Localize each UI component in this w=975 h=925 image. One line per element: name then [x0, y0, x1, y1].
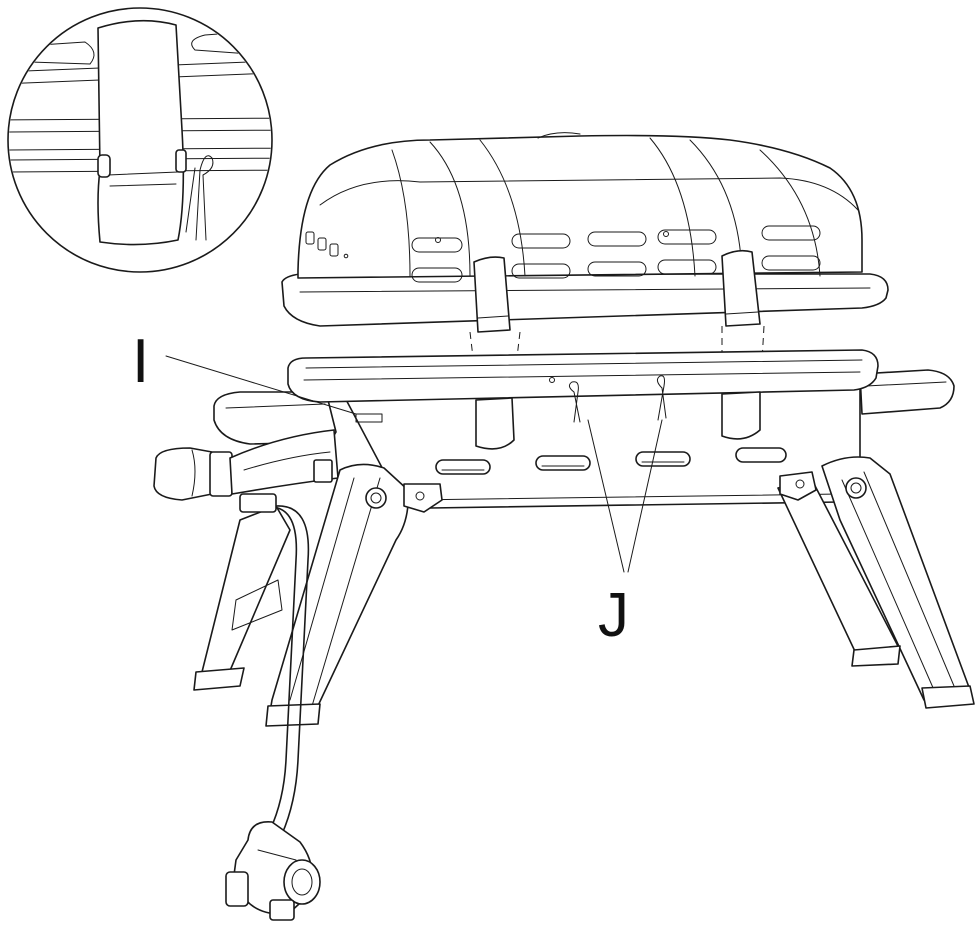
r-clips	[568, 375, 667, 423]
callout-label-j: J	[598, 581, 629, 650]
control-knob-and-venturi	[153, 429, 339, 501]
right-side-shelf	[859, 369, 955, 415]
callout-label-i: I	[132, 327, 149, 396]
leg-hinge-brackets	[403, 471, 817, 513]
gas-hose-and-regulator	[225, 493, 321, 921]
callout-i: I	[132, 327, 357, 415]
right-front-leg	[821, 456, 975, 709]
detail-inset	[7, 7, 273, 273]
callout-j: J	[587, 419, 663, 650]
lid-latches	[473, 249, 761, 333]
left-side-shelf	[213, 391, 337, 445]
latch-detail	[97, 19, 185, 246]
lid-vents	[305, 225, 821, 283]
firebox	[287, 349, 879, 509]
grill-lid	[281, 132, 889, 333]
left-rear-leg	[193, 505, 291, 691]
detail-inset-circle	[7, 7, 273, 273]
left-front-leg	[265, 463, 410, 727]
